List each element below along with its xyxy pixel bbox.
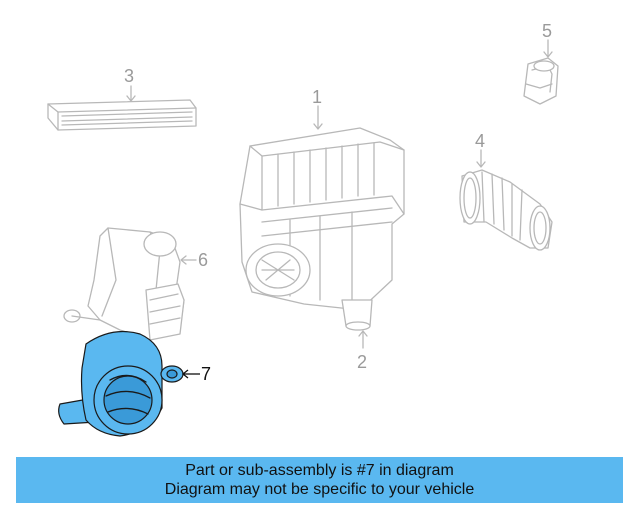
part-3-air-filter[interactable]	[47, 99, 197, 131]
banner-line-1: Part or sub-assembly is #7 in diagram	[185, 462, 454, 479]
parts-diagram: 3 5 1 2	[47, 21, 559, 437]
callout-2[interactable]: 2	[357, 352, 367, 372]
banner-line-2: Diagram may not be specific to your vehi…	[164, 481, 475, 498]
callout-3[interactable]: 3	[124, 66, 134, 86]
callout-7[interactable]: 7	[201, 364, 211, 384]
part-6-resonator[interactable]	[63, 227, 185, 341]
callout-4[interactable]: 4	[475, 131, 485, 151]
callout-6[interactable]: 6	[198, 250, 208, 270]
part-1-air-cleaner-housing[interactable]	[239, 127, 405, 331]
info-banner: Part or sub-assembly is #7 in diagram Di…	[16, 457, 623, 503]
part-7-air-inlet[interactable]	[58, 331, 184, 437]
part-5-elbow-fitting[interactable]	[523, 57, 559, 105]
callout-5[interactable]: 5	[542, 21, 552, 41]
callout-1[interactable]: 1	[312, 87, 322, 107]
part-4-intake-duct[interactable]	[459, 169, 553, 251]
